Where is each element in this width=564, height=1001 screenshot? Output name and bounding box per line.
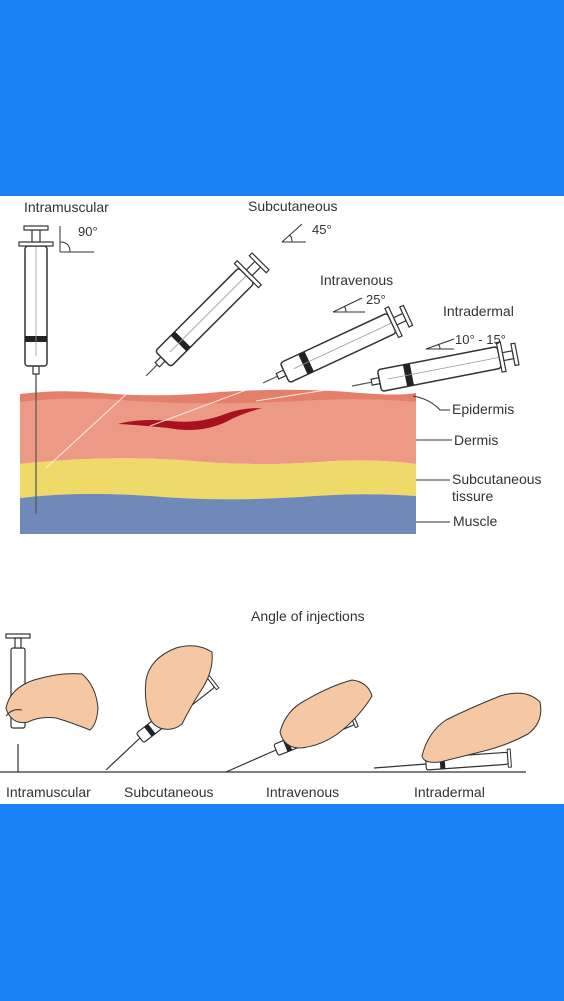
- angle-label-90: 90°: [78, 224, 98, 239]
- label-intradermal: Intradermal: [443, 303, 514, 319]
- angle-label-45: 45°: [312, 222, 332, 237]
- hand-intravenous: [225, 679, 373, 773]
- syringe-intramuscular: [18, 225, 54, 396]
- label-intramuscular: Intramuscular: [24, 199, 109, 215]
- dermis-layer: [20, 391, 416, 465]
- layer-label-subcutaneous-2: tissure: [452, 488, 493, 504]
- bottom-label-intravenous: Intravenous: [266, 784, 339, 800]
- angle-icon-90: [59, 226, 94, 253]
- angle-label-10-15: 10° - 15°: [455, 332, 506, 347]
- skin-layers: [20, 389, 416, 534]
- section-title: Angle of injections: [251, 608, 365, 624]
- layer-label-dermis: Dermis: [454, 432, 498, 448]
- label-subcutaneous: Subcutaneous: [248, 198, 338, 214]
- angle-icon-10-15: [425, 338, 455, 350]
- hand-intramuscular: [5, 633, 99, 772]
- layer-label-subcutaneous: Subcutaneous: [452, 471, 542, 487]
- bottom-label-intradermal: Intradermal: [414, 784, 485, 800]
- hand-subcutaneous: [105, 645, 220, 771]
- bottom-label-intramuscular: Intramuscular: [6, 784, 91, 800]
- subcutaneous-layer: [20, 458, 416, 500]
- hand-intradermal: [373, 692, 542, 771]
- layer-label-muscle: Muscle: [453, 513, 498, 529]
- muscle-layer: [20, 493, 416, 534]
- syringe-intradermal: [351, 341, 520, 392]
- bottom-label-subcutaneous: Subcutaneous: [124, 784, 214, 800]
- syringe-intravenous: [262, 304, 414, 384]
- layer-leaders: [412, 395, 452, 523]
- angle-icon-45: [281, 223, 306, 243]
- angle-label-25: 25°: [366, 292, 386, 307]
- injection-diagram: Intramuscular 90° Subcutaneous 45° Intra…: [0, 198, 542, 800]
- angle-icon-25: [332, 297, 365, 313]
- epidermis-layer: [20, 389, 416, 404]
- layer-label-epidermis: Epidermis: [452, 401, 514, 417]
- diagram-panel: Intramuscular 90° Subcutaneous 45° Intra…: [0, 196, 564, 804]
- syringe-subcutaneous: [145, 252, 270, 377]
- label-intravenous: Intravenous: [320, 272, 393, 288]
